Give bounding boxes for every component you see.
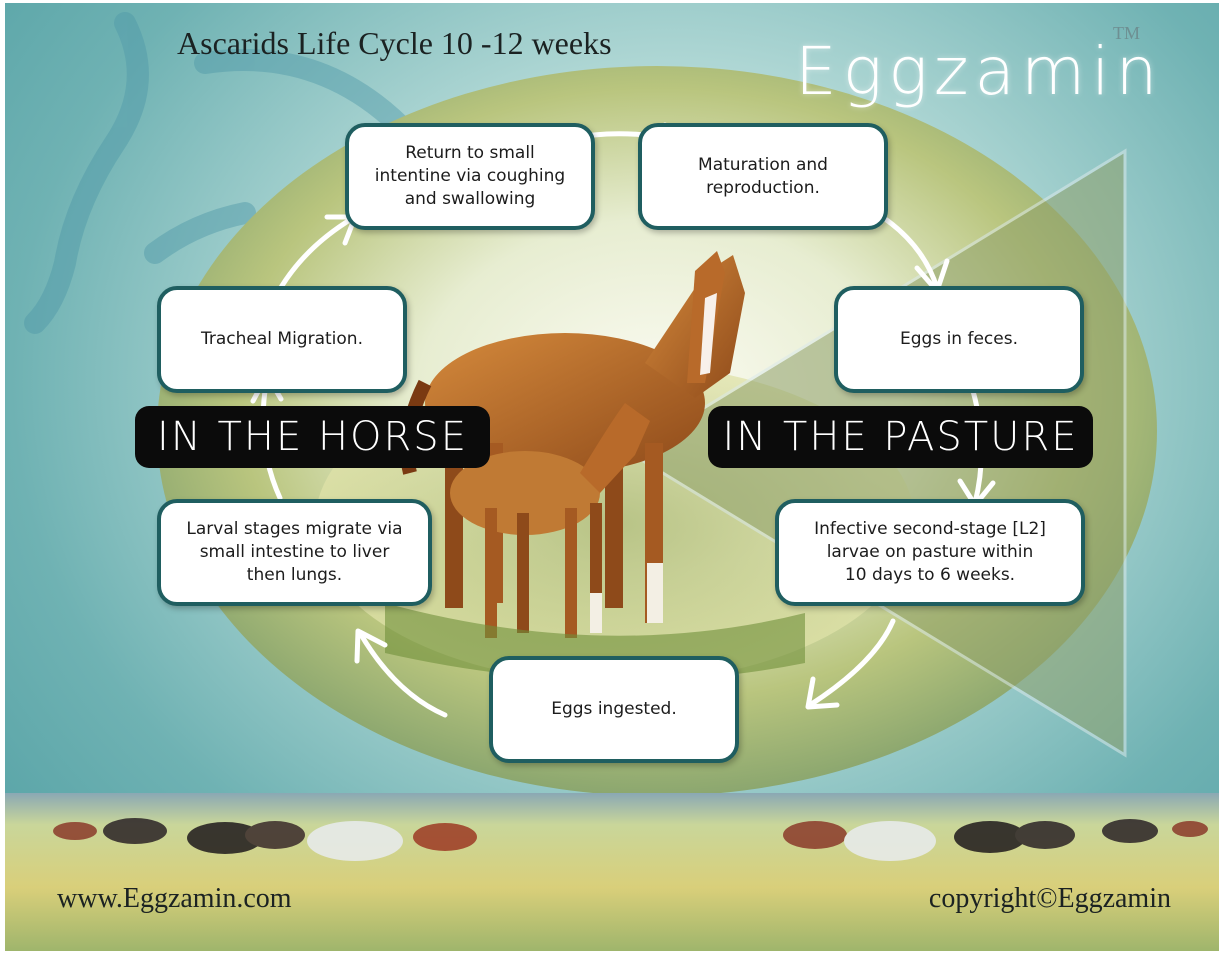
stage-tracheal-migration: Tracheal Migration. (157, 286, 407, 393)
stage-return-to-intestine: Return to small intentine via coughing a… (345, 123, 595, 230)
diagram-title: Ascarids Life Cycle 10 -12 weeks (177, 25, 612, 61)
arrow-larvae-to-ingested-head (805, 676, 840, 710)
arrow-ingested-to-larval (357, 630, 448, 718)
trademark-mark: TM (1113, 23, 1140, 43)
brand-logo: Eggzamin (795, 33, 1164, 110)
footer-website: www.Eggzamin.com (57, 883, 292, 914)
stage-eggs-in-feces: Eggs in feces. (834, 286, 1084, 393)
stage-larval-migration: Larval stages migrate via small intestin… (157, 499, 432, 606)
zone-label-pasture: IN THE PASTURE (708, 406, 1093, 468)
grazing-herd (53, 818, 1208, 861)
zone-label-horse: IN THE HORSE (135, 406, 490, 468)
footer-copyright: copyright©Eggzamin (928, 883, 1171, 914)
stage-infective-larvae: Infective second-stage [L2] larvae on pa… (775, 499, 1085, 606)
diagram-canvas: Ascarids Life Cycle 10 -12 weeks Eggzami… (5, 3, 1219, 951)
pasture-field (5, 793, 1219, 951)
stage-eggs-ingested: Eggs ingested. (489, 656, 739, 763)
arrow-ingested-to-larval-head (354, 628, 388, 664)
stage-maturation: Maturation and reproduction. (638, 123, 888, 230)
arrow-larvae-to-ingested (807, 618, 896, 708)
background-art (5, 12, 1219, 951)
